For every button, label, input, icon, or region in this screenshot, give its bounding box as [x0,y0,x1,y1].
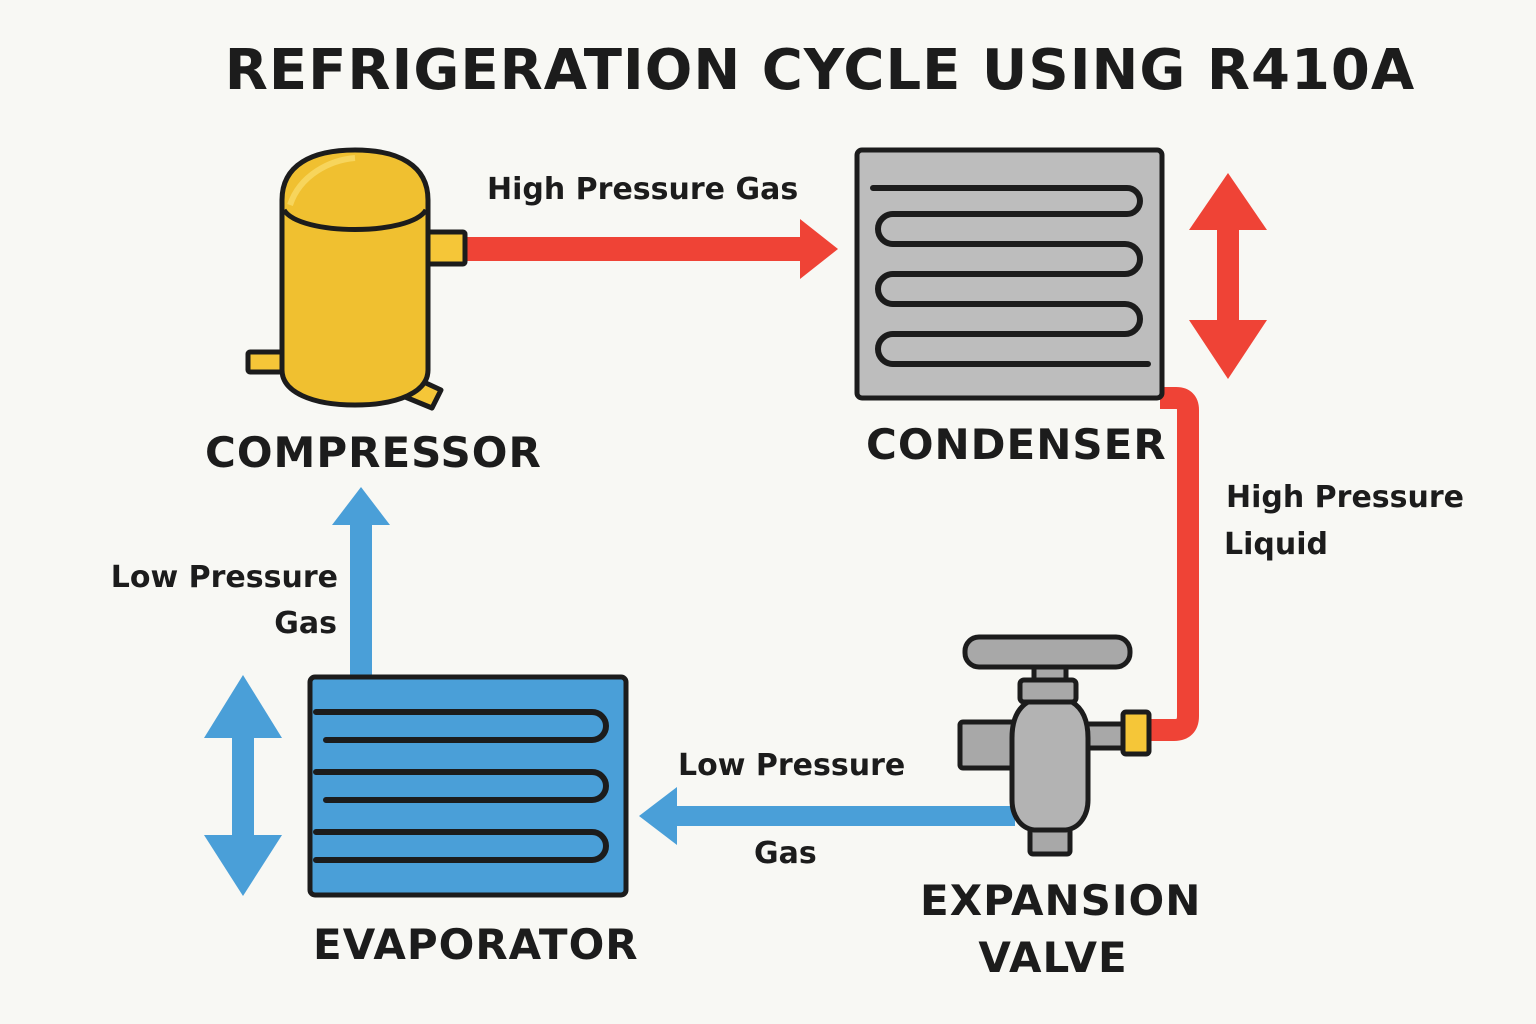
low-pressure-gas-label-line1: Low Pressure [678,748,906,783]
compressor-icon [245,147,468,411]
expansion-valve-label-line1: EXPANSION [920,876,1202,925]
condenser-icon [854,147,1165,401]
high-pressure-liquid-label-line2: Liquid [1224,527,1328,562]
page-title: REFRIGERATION CYCLE USING R410A [224,38,1416,103]
evaporator-to-compressor-arrow [332,487,390,680]
condenser-label: CONDENSER [866,420,1167,469]
high-pressure-gas-label: High Pressure Gas [487,172,799,207]
evaporator-icon [307,674,629,898]
evaporator-heat-absorption-arrow [204,675,282,896]
low-pressure-gas-label-line2: Gas [754,836,817,871]
high-pressure-liquid-pipe [1148,387,1199,741]
evaporator-outlet-label-line1: Low Pressure [110,560,338,595]
evaporator-outlet-label-line2: Gas [274,606,337,641]
condenser-heat-rejection-arrow [1189,173,1267,379]
compressor-label: COMPRESSOR [205,428,542,477]
evaporator-label: EVAPORATOR [313,920,639,969]
expansion-valve-icon [957,634,1152,857]
expansion-valve-label-line2: VALVE [978,933,1128,982]
low-pressure-gas-arrow [639,787,1015,845]
high-pressure-liquid-label-line1: High Pressure [1226,480,1465,515]
high-pressure-gas-arrow [462,219,838,279]
